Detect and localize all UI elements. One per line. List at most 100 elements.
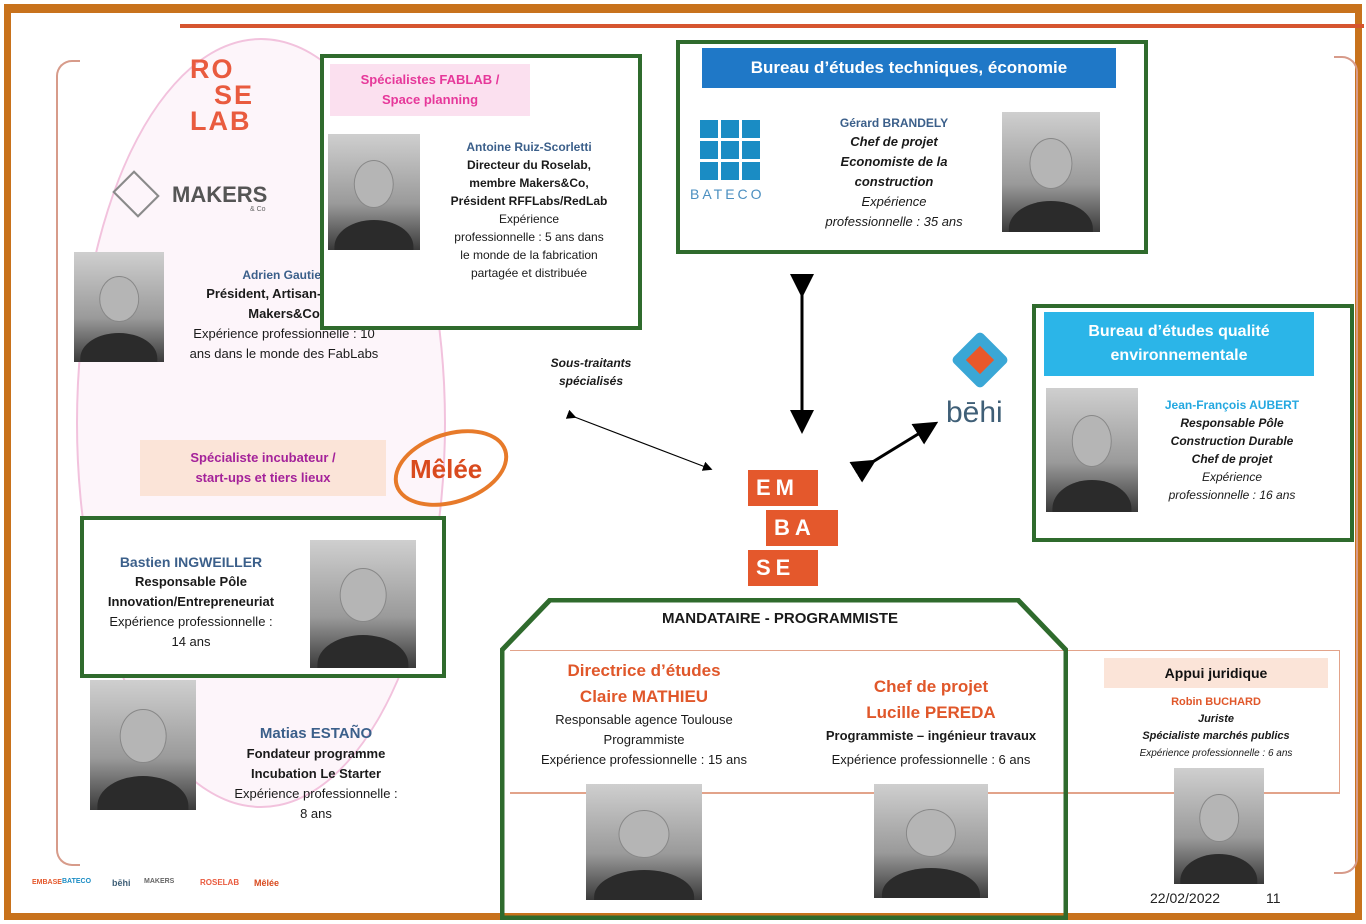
embase-logo-row: SE xyxy=(748,550,818,586)
makers-logo-sub: & Co xyxy=(250,206,266,213)
incubator-label-line: Spécialiste incubateur / xyxy=(190,450,336,465)
bastien-name: Bastien INGWEILLER xyxy=(119,554,263,570)
makers-diamond-icon xyxy=(112,170,160,218)
claire-line: Expérience professionnelle : 15 ans xyxy=(541,752,747,767)
claire-card: Directrice d’études Claire MATHIEU Respo… xyxy=(512,658,776,770)
antoine-experience: professionnelle : 5 ans dans xyxy=(454,230,604,244)
claire-line: Responsable agence Toulouse xyxy=(555,712,733,727)
matias-experience: Expérience professionnelle : xyxy=(234,786,398,801)
melee-logo: Mêlée xyxy=(383,415,519,521)
jean-francois-title: Construction Durable xyxy=(1170,434,1294,448)
footer-logos: EMBASE BATECO bēhi MAKERS ROSELAB Mêlée xyxy=(32,878,292,914)
jean-francois-title: Responsable Pôle xyxy=(1180,416,1284,430)
antoine-title: Président RFFLabs/RedLab xyxy=(450,194,608,208)
bastien-title: Innovation/Entrepreneuriat xyxy=(107,594,275,609)
robin-title: Juriste xyxy=(1197,713,1235,725)
claire-line: Programmiste xyxy=(603,732,685,747)
antoine-experience: partagée et distribuée xyxy=(470,266,588,280)
embase-logo-row: BA xyxy=(766,510,838,546)
top-rule xyxy=(180,24,1364,28)
roselab-logo-line: SE xyxy=(214,80,255,110)
bateco-grid-icon xyxy=(700,120,760,180)
bateco-logo: BATECO xyxy=(690,100,790,210)
gerard-title: Chef de projet xyxy=(850,134,938,149)
behi-logo-text: bēhi xyxy=(946,396,1003,429)
lucille-photo xyxy=(874,784,988,898)
bet-env-banner-line: environnementale xyxy=(1110,347,1248,364)
jean-francois-name: Jean-François AUBERT xyxy=(1164,398,1300,412)
antoine-experience: le monde de la fabrication xyxy=(460,248,598,262)
matias-name: Matias ESTAÑO xyxy=(259,725,373,742)
jean-francois-photo xyxy=(1046,388,1138,512)
antoine-name: Antoine Ruiz-Scorletti xyxy=(466,140,592,154)
robin-experience: Expérience professionnelle : 6 ans xyxy=(1139,748,1293,759)
fablab-label: Spécialistes FABLAB / Space planning xyxy=(330,64,530,116)
footer-melee-logo: Mêlée xyxy=(254,878,280,888)
adrien-experience: ans dans le monde des FabLabs xyxy=(189,346,379,361)
bastien-experience: 14 ans xyxy=(171,634,211,649)
bastien-experience: Expérience professionnelle : xyxy=(109,614,273,629)
embase-logo-row: EM xyxy=(748,470,818,506)
bet-env-banner-line: Bureau d’études qualité xyxy=(1088,323,1270,340)
jean-francois-card: Jean-François AUBERT Responsable Pôle Co… xyxy=(1144,396,1320,504)
matias-experience: 8 ans xyxy=(300,806,332,821)
gerard-title: construction xyxy=(854,174,934,189)
fablab-label-line: Spécialistes FABLAB / xyxy=(360,72,500,87)
juridique-card: Robin BUCHARD Juriste Spécialiste marché… xyxy=(1106,694,1326,762)
subcontractors-label: Sous-traitants spécialisés xyxy=(526,354,656,390)
gerard-card: Gérard BRANDELY Chef de projet Economist… xyxy=(796,114,992,232)
mandataire-header: MANDATAIRE - PROGRAMMISTE xyxy=(661,610,899,627)
roselab-logo-line: RO xyxy=(190,54,235,84)
lucille-role: Chef de projet xyxy=(873,677,989,696)
fablab-label-line: Space planning xyxy=(381,92,479,107)
claire-name: Claire MATHIEU xyxy=(579,687,709,706)
bet-env-banner: Bureau d’études qualité environnementale xyxy=(1044,312,1314,376)
footer-page-number: 11 xyxy=(1266,890,1281,906)
adrien-name: Adrien Gautier xyxy=(242,268,326,282)
antoine-title: membre Makers&Co, xyxy=(469,176,589,190)
claire-role: Directrice d’études xyxy=(567,661,721,680)
matias-photo xyxy=(90,680,196,810)
gerard-experience: professionnelle : 35 ans xyxy=(825,214,963,229)
claire-photo xyxy=(586,784,702,900)
adrien-photo xyxy=(74,252,164,362)
bateco-logo-text: BATECO xyxy=(690,186,765,202)
makers-logo-text: MAKERS xyxy=(172,182,268,207)
behi-logo: bēhi xyxy=(940,330,1024,440)
bastien-photo xyxy=(310,540,416,668)
matias-title: Incubation Le Starter xyxy=(250,766,382,781)
lucille-card: Chef de projet Lucille PEREDA Programmis… xyxy=(796,674,1066,770)
melee-logo-text: Mêlée xyxy=(410,454,483,484)
matias-title: Fondateur programme xyxy=(246,746,386,761)
lucille-name: Lucille PEREDA xyxy=(866,703,996,722)
bastien-title: Responsable Pôle xyxy=(135,574,247,589)
gerard-title: Economiste de la xyxy=(840,154,948,169)
gerard-name: Gérard BRANDELY xyxy=(839,116,949,130)
left-bracket xyxy=(56,60,80,866)
robin-name: Robin BUCHARD xyxy=(1171,696,1261,708)
robin-photo xyxy=(1174,768,1264,884)
footer-bateco-logo: BATECO xyxy=(62,878,92,885)
footer-behi-logo: bēhi xyxy=(112,878,131,888)
right-bracket xyxy=(1334,56,1358,874)
bet-tech-banner: Bureau d’études techniques, économie xyxy=(702,48,1116,88)
antoine-card: Antoine Ruiz-Scorletti Directeur du Rose… xyxy=(426,138,632,282)
gerard-photo xyxy=(1002,112,1100,232)
embase-logo: EM BA SE xyxy=(748,470,840,586)
makers-logo: MAKERS & Co xyxy=(110,170,286,218)
lucille-experience: Expérience professionnelle : 6 ans xyxy=(831,752,1031,767)
footer-date: 22/02/2022 xyxy=(1150,890,1221,906)
footer-embase-logo: EMBASE xyxy=(32,879,62,886)
footer-roselab-logo: ROSELAB xyxy=(200,878,240,887)
roselab-logo-line: LAB xyxy=(190,106,252,136)
lucille-title: Programmiste – ingénieur travaux xyxy=(825,728,1037,743)
incubator-label-line: start-ups et tiers lieux xyxy=(195,470,331,485)
antoine-title: Directeur du Roselab, xyxy=(466,158,592,172)
jean-francois-title: Chef de projet xyxy=(1191,452,1273,466)
mandataire-box xyxy=(500,598,1068,920)
adrien-title: Makers&Co xyxy=(248,306,320,321)
roselab-logo: RO SE LAB xyxy=(190,54,255,136)
subcontractors-line: spécialisés xyxy=(558,374,624,388)
antoine-experience: Expérience xyxy=(498,212,560,226)
jean-francois-experience: professionnelle : 16 ans xyxy=(1168,488,1296,502)
